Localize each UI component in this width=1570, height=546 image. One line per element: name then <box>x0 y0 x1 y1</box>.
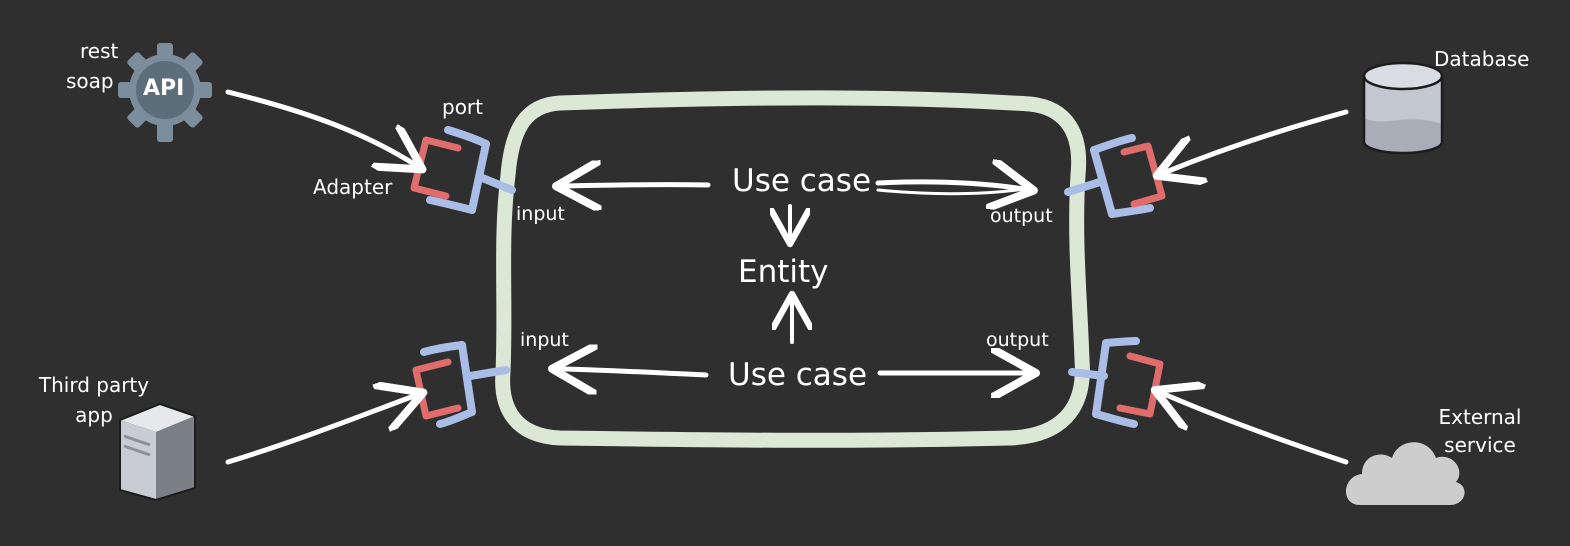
label-output-bottom: output <box>986 329 1049 351</box>
label-input-bottom: input <box>520 329 569 351</box>
arrow-thirdparty-to-adapter <box>225 396 414 465</box>
label-output-top: output <box>990 205 1053 227</box>
label-rest: rest <box>80 39 119 63</box>
label-third-party-line2: app <box>75 403 113 427</box>
api-badge-label: API <box>143 76 185 101</box>
adapter-port-top-left <box>410 126 516 214</box>
arrow-usecase-top-to-output <box>875 182 1024 189</box>
label-external-line1: External <box>1438 405 1522 429</box>
label-third-party-line1: Third party <box>38 373 150 397</box>
gear-api-icon <box>118 43 212 142</box>
arrow-usecase-bottom-to-input <box>562 369 709 375</box>
label-soap: soap <box>66 69 114 93</box>
adapter-port-bottom-right <box>1068 337 1164 428</box>
arrow-usecase-top-to-output-stroke2 <box>876 187 1026 196</box>
arrow-api-to-adapter <box>225 89 414 164</box>
label-external-line2: service <box>1444 433 1516 457</box>
cloud-icon <box>1345 442 1465 505</box>
adapter-port-bottom-left <box>412 341 510 428</box>
use-case-bottom: Use case <box>728 357 868 393</box>
database-cylinder-icon <box>1362 61 1444 155</box>
adapter-port-top-right <box>1064 134 1166 218</box>
arrow-usecase-top-to-input <box>566 185 711 186</box>
label-port: port <box>442 95 483 119</box>
label-adapter: Adapter <box>313 175 393 199</box>
use-case-top: Use case <box>732 163 872 199</box>
label-input-top: input <box>516 203 565 225</box>
label-database: Database <box>1434 47 1530 71</box>
entity: Entity <box>738 254 829 290</box>
server-tower-icon <box>119 402 196 502</box>
arrow-database-to-adapter <box>1166 109 1349 172</box>
arrow-external-to-adapter <box>1164 394 1349 465</box>
application-core-boundary <box>495 90 1090 448</box>
